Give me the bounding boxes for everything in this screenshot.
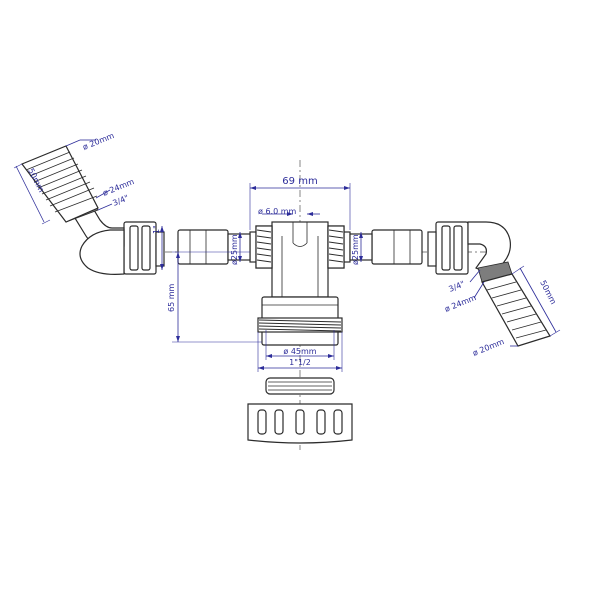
dim-bore-6: ø 6.0 mm xyxy=(258,207,320,216)
label-right-20: ø 20mm xyxy=(471,337,505,358)
label-left-24: ø 24mm xyxy=(101,177,135,198)
label-bore-6: ø 6.0 mm xyxy=(258,207,296,216)
label-right-24: ø 24mm xyxy=(443,293,477,314)
cap-nut xyxy=(247,403,353,444)
dim-thread-1-1-2: 1"1/2 xyxy=(257,332,343,372)
tee-left-thread xyxy=(255,225,273,269)
label-thread-1in: 1" xyxy=(152,225,161,234)
dim-right-25: ø25mm xyxy=(351,232,363,265)
label-width-69: 69 mm xyxy=(282,176,317,187)
lower-outlet xyxy=(257,296,343,346)
label-height-65: 65 mm xyxy=(167,283,176,312)
right-elbow xyxy=(467,221,511,277)
dim-height-65: 65 mm xyxy=(167,251,262,343)
label-bore-45: ø 45mm xyxy=(283,347,316,356)
label-left-3-4: 3/4" xyxy=(111,193,130,208)
label-left-25: ø25mm xyxy=(230,234,239,265)
right-union-nut xyxy=(427,221,469,275)
label-right-25: ø25mm xyxy=(351,234,360,265)
dim-thread-1in: 1" xyxy=(152,225,164,270)
label-left-20: ø 20mm xyxy=(81,131,115,152)
dim-bore-45: ø 45mm xyxy=(265,330,335,360)
right-hose xyxy=(481,273,551,347)
label-right-3-4: 3/4" xyxy=(447,279,466,294)
left-union-nut xyxy=(123,221,165,275)
dim-left-25: ø25mm xyxy=(230,232,242,265)
ring-washer xyxy=(265,377,335,395)
label-right-50: 50mm xyxy=(538,279,558,306)
left-hose xyxy=(21,145,99,223)
dim-width-69: 69 mm xyxy=(249,176,351,230)
left-spigot xyxy=(177,229,251,265)
tee-right-thread xyxy=(327,225,345,269)
label-thread-1-1-2: 1"1/2 xyxy=(289,358,311,367)
